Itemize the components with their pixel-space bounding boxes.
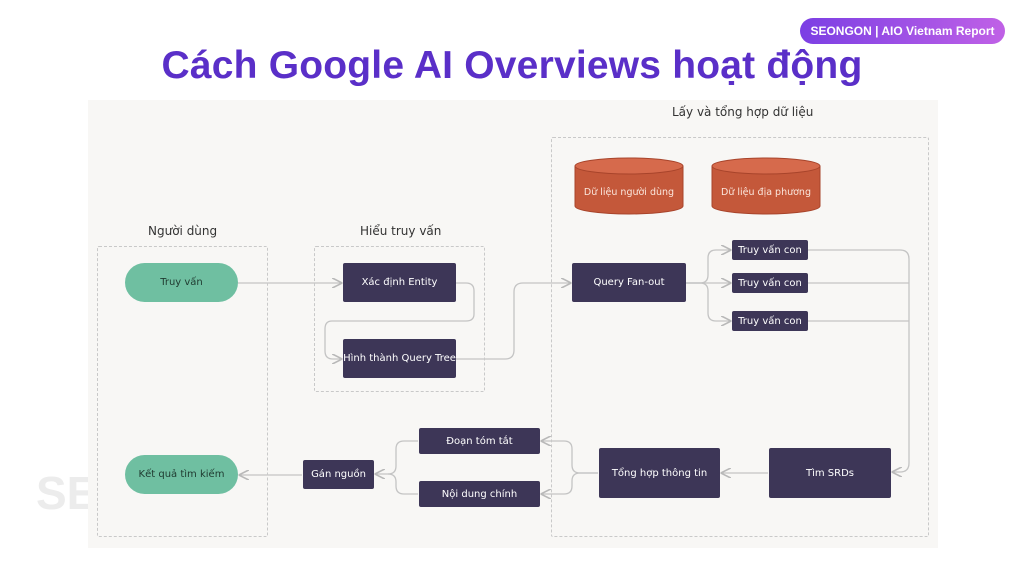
node-source-attribution: Gán nguồn [303, 460, 374, 489]
node-search-result: Kết quả tìm kiếm [125, 455, 238, 494]
group-retrieve-label: Lấy và tổng hợp dữ liệu [672, 105, 814, 119]
database-icon [711, 157, 821, 215]
node-query-fanout: Query Fan-out [572, 263, 686, 302]
node-synthesis: Tổng hợp thông tin [599, 448, 720, 498]
group-understand [314, 246, 485, 392]
page-title: Cách Google AI Overviews hoạt động [161, 44, 863, 87]
database-icon [574, 157, 684, 215]
node-sub-query-1: Truy vấn con [732, 240, 808, 260]
database-user-data: Dữ liệu người dùng [574, 157, 684, 215]
node-main-content: Nội dung chính [419, 481, 540, 507]
node-sub-query-3: Truy vấn con [732, 311, 808, 331]
report-badge: SEONGON | AIO Vietnam Report [800, 18, 1005, 44]
database-user-data-label: Dữ liệu người dùng [583, 187, 675, 198]
group-user-label: Người dùng [148, 224, 218, 238]
database-local-data: Dữ liệu địa phương [711, 157, 821, 215]
database-local-data-label: Dữ liệu địa phương [721, 187, 811, 198]
node-summary: Đoạn tóm tắt [419, 428, 540, 454]
node-find-srds: Tìm SRDs [769, 448, 891, 498]
node-query-tree: Hình thành Query Tree [343, 339, 456, 378]
watermark: SE [36, 467, 98, 519]
node-sub-query-2: Truy vấn con [732, 273, 808, 293]
group-user [97, 246, 268, 537]
group-retrieve [551, 137, 929, 537]
node-query: Truy vấn [125, 263, 238, 302]
node-identify-entity: Xác định Entity [343, 263, 456, 302]
group-understand-label: Hiểu truy vấn [360, 224, 442, 238]
